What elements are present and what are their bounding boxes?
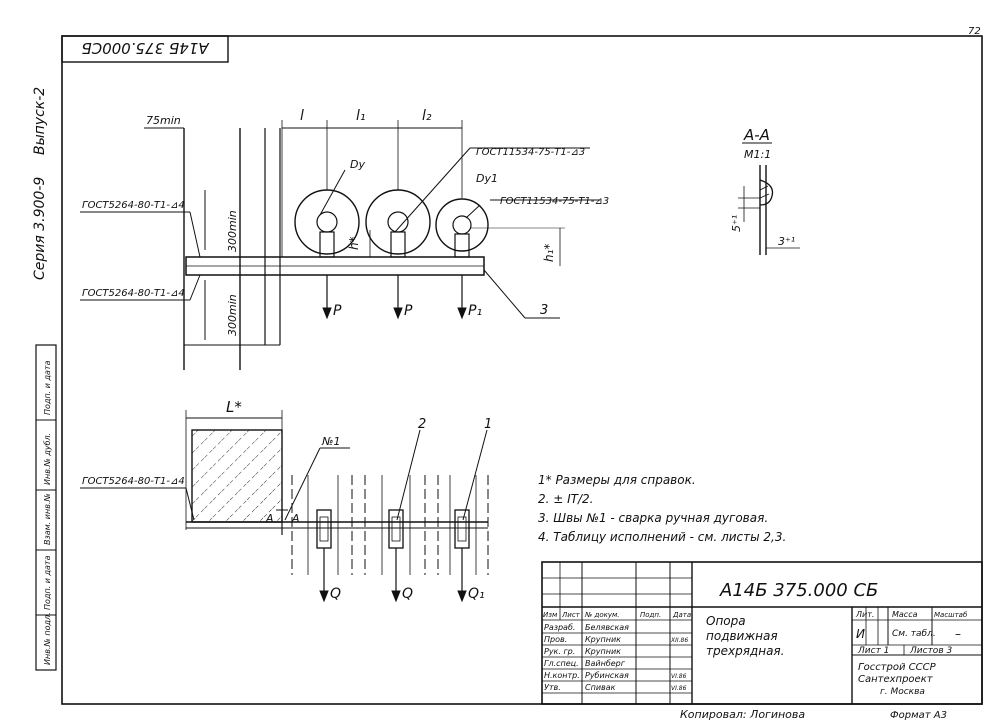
side-labels: Серия 3.900-9 Выпуск-2 Инв.№ подл. Подп.…	[32, 87, 57, 671]
load-p-3: P₁	[468, 303, 482, 319]
org-line-3: г. Москва	[880, 687, 925, 697]
load-p-1: P	[333, 303, 342, 319]
date-2: VI.86	[671, 673, 687, 680]
series-label: Серия 3.900-9	[32, 177, 48, 280]
org-line-1: Госстрой СССР	[858, 662, 937, 673]
weld-left-label: ГОСТ5264-80-Т1-⊿4	[82, 476, 185, 487]
top-stamp: А14Б 375.000СБ	[61, 35, 229, 63]
podp-data2-label: Подп. и дата	[43, 360, 52, 415]
name-line-1: Опора	[706, 614, 746, 628]
load-q-2: Q	[402, 586, 413, 602]
bottom-view-labels: L* №1 ГОСТ5264-80-Т1-⊿4 А А 2 1 Q Q Q₁	[82, 398, 492, 602]
section-labels: А-А М1:1 5⁺¹ 3⁺¹	[730, 126, 795, 248]
org-line-2: Сантехпроект	[858, 674, 934, 685]
position-2: 2	[418, 417, 426, 432]
top-view	[80, 120, 600, 370]
date-1: XII.86	[670, 637, 688, 644]
dim-300-top: 300min	[226, 210, 239, 252]
sheets-label: Листов 3	[909, 646, 952, 656]
footer: Копировал: Логинова Формат А3	[680, 708, 947, 721]
load-p-2: P	[404, 303, 413, 319]
dim-l1: l₁	[356, 108, 366, 124]
row-name-1: Белявская	[585, 623, 629, 632]
name-line-3: трехрядная.	[706, 644, 784, 658]
note-2: 2. ± IT/2.	[538, 492, 594, 506]
mass-header: Масса	[892, 610, 918, 619]
section-dim-3: 3⁺¹	[778, 235, 795, 248]
sheet-label: Лист 1	[857, 646, 889, 656]
page-number: 72	[968, 26, 981, 37]
format-label: Формат А3	[890, 710, 947, 721]
row-name-5: Рубинская	[585, 671, 629, 680]
weld-no1-label: №1	[321, 435, 340, 448]
copied-by: Копировал: Логинова	[680, 708, 805, 721]
row-name-4: Вайнберг	[585, 659, 626, 668]
row-name-2: Крупник	[585, 635, 621, 644]
lit-value: И	[856, 627, 865, 641]
notes: 1* Размеры для справок. 2. ± IT/2. 3. Шв…	[538, 473, 786, 544]
dim-300-bottom: 300min	[226, 294, 239, 336]
dim-l2: l₂	[422, 108, 432, 124]
weld-left-bottom: ГОСТ5264-80-Т1-⊿4	[82, 288, 185, 299]
label-dy: Dy	[350, 158, 365, 171]
label-dy1: Dy1	[476, 172, 498, 185]
col-izm: Изм	[543, 611, 558, 619]
designation: А14Б 375.000 СБ	[719, 580, 878, 601]
row-role-2: Пров.	[544, 635, 567, 644]
note-3: 3. Швы №1 - сварка ручная дуговая.	[538, 511, 768, 525]
inv-podl-label: Инв.№ подл.	[43, 612, 52, 665]
dim-l-star: L*	[226, 398, 242, 416]
bottom-view	[80, 410, 489, 603]
row-role-1: Разраб.	[544, 623, 575, 632]
weld-note-1: ГОСТ11534-75-Т1-⊿3	[476, 147, 585, 158]
inv-dubl-label: Инв.№ дубл.	[43, 433, 52, 485]
position-1: 1	[484, 417, 492, 432]
lit-header: Лит.	[855, 610, 874, 619]
row-role-4: Гл.спец.	[544, 659, 579, 668]
mass-value: См. табл.	[892, 629, 936, 639]
inner-frame	[61, 35, 983, 705]
row-role-5: Н.контр.	[544, 671, 580, 680]
col-podp: Подп.	[640, 611, 661, 619]
title-block	[541, 561, 983, 705]
dim-h-star: h*	[347, 236, 361, 250]
col-list: Лист	[561, 611, 581, 619]
dim-h1-star: h₁*	[542, 244, 556, 262]
section-scale: М1:1	[744, 148, 771, 161]
mark-a-1: А	[265, 512, 274, 525]
top-stamp-text: А14Б 375.000СБ	[81, 39, 209, 57]
position-3: 3	[540, 303, 548, 318]
dim-l: l	[300, 108, 304, 124]
row-role-3: Рук. гр.	[544, 647, 575, 656]
scale-value: –	[955, 627, 961, 641]
section-a-a	[738, 142, 800, 255]
title-block-text: А14Б 375.000 СБ Опора подвижная трехрядн…	[543, 580, 968, 697]
top-view-labels: 75min l l₁ l₂ ГОСТ11534-75-Т1-⊿3 ГОСТ115…	[82, 108, 609, 336]
vzam-inv-label: Взам. инв.№	[43, 493, 52, 545]
mark-a-2: А	[291, 512, 300, 525]
row-role-6: Утв.	[544, 683, 561, 692]
name-line-2: подвижная	[706, 629, 778, 643]
scale-header: Масштаб	[934, 611, 968, 619]
row-name-6: Спивак	[585, 683, 616, 692]
load-q-3: Q₁	[468, 586, 485, 602]
date-3: VI.86	[671, 685, 687, 692]
row-name-3: Крупник	[585, 647, 621, 656]
section-dim-5: 5⁺¹	[730, 215, 743, 232]
issue-label: Выпуск-2	[32, 87, 48, 155]
weld-note-2: ГОСТ11534-75-Т1-⊿3	[500, 196, 609, 207]
note-1: 1* Размеры для справок.	[538, 473, 696, 487]
col-doc: № докум.	[584, 611, 620, 619]
dim-75min: 75min	[146, 114, 181, 127]
podp-data-label: Подп. и дата	[43, 555, 52, 610]
section-title: А-А	[743, 126, 770, 144]
weld-left-top: ГОСТ5264-80-Т1-⊿4	[82, 200, 185, 211]
col-data: Дата	[672, 611, 691, 619]
note-4: 4. Таблицу исполнений - см. листы 2,3.	[538, 530, 786, 544]
load-q-1: Q	[330, 586, 341, 602]
